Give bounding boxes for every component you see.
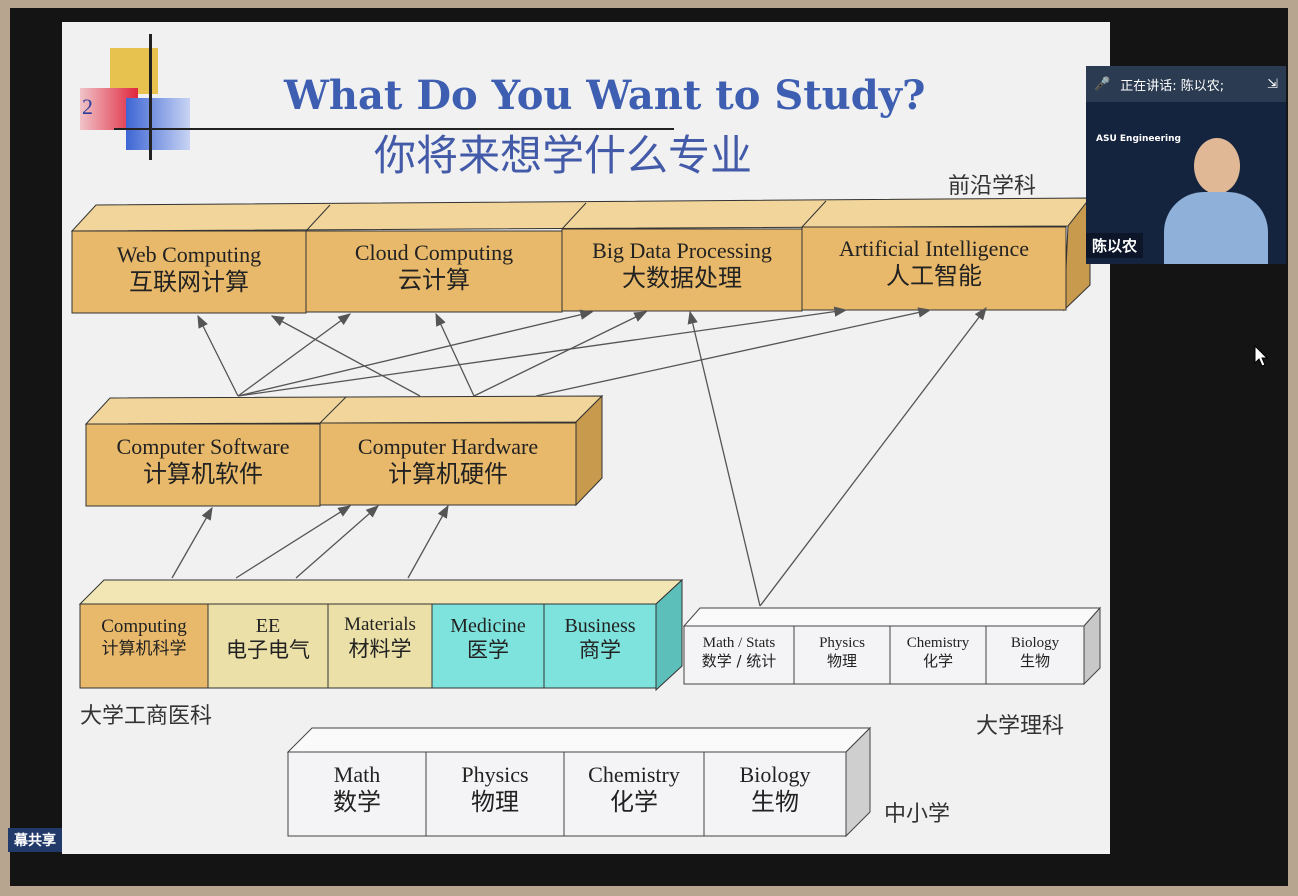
sci-box-biology — [985, 625, 1085, 685]
eng-label-materials: Materials 材料学 — [344, 614, 416, 661]
mid-box-hardware — [319, 422, 577, 506]
slide-number: 2 — [82, 94, 93, 119]
school-label-biology: Biology 生物 — [739, 762, 811, 817]
sci-label-physics: Physics 物理 — [819, 635, 865, 670]
speaker-avatar — [1164, 138, 1268, 264]
sci-label-biology: Biology 生物 — [1010, 635, 1060, 670]
slide-title-chinese: 你将来想学什么专业 — [374, 131, 753, 180]
school-box-chemistry — [563, 751, 705, 837]
mouse-cursor-icon — [1254, 345, 1268, 367]
mid-label-software: Computer Software 计算机软件 — [116, 434, 290, 489]
group-label-frontier: 前沿学科 — [948, 174, 1037, 199]
top-box-ai — [801, 226, 1067, 311]
eng-box-computing — [79, 603, 209, 689]
eng-box-materials — [327, 603, 433, 689]
eng-label-computing: Computing 计算机科学 — [101, 616, 187, 659]
eng-box-medicine — [431, 603, 545, 689]
eng-box-ee — [207, 603, 329, 689]
slide-title: What Do You Want to Study? — [284, 72, 926, 119]
school-row-boxes — [286, 726, 872, 838]
sci-box-chemistry — [889, 625, 987, 685]
sci-label-chemistry: Chemistry 化学 — [906, 635, 970, 670]
school-box-math — [287, 751, 427, 837]
top-box-web — [71, 230, 307, 314]
mid-label-hardware: Computer Hardware 计算机硬件 — [357, 434, 539, 489]
top-label-bigdata: Big Data Processing 大数据处理 — [592, 238, 772, 293]
group-label-school: 中小学 — [884, 802, 951, 827]
speaking-label: 正在讲话: 陈以农; — [1120, 78, 1225, 94]
top-box-cloud — [305, 230, 563, 313]
deco-blue-square — [126, 98, 190, 150]
top-box-bigdata — [561, 228, 803, 312]
sci-label-math: Math / Stats 数学 / 统计 — [701, 635, 777, 670]
school-label-physics: Physics 物理 — [461, 762, 529, 817]
school-box-physics — [425, 751, 565, 837]
deco-vertical-line — [149, 34, 152, 160]
participant-name: 陈以农 — [1086, 233, 1144, 258]
speaker-banner: 🎤 正在讲话: 陈以农; ⇲ — [1086, 66, 1286, 102]
video-thumbnail[interactable]: 🎤 正在讲话: 陈以农; ⇲ ASU Engineering 陈以农 — [1086, 66, 1286, 264]
group-label-university-eng: 大学工商医科 — [80, 704, 213, 729]
top-label-cloud: Cloud Computing 云计算 — [354, 240, 514, 295]
eng-label-medicine: Medicine 医学 — [450, 615, 526, 662]
dependency-arrows — [171, 306, 987, 607]
top-label-ai: Artificial Intelligence 人工智能 — [839, 236, 1029, 291]
eng-row-boxes — [78, 578, 684, 692]
screen-share-label: 幕共享 — [8, 828, 62, 852]
school-label-math: Math 数学 — [333, 762, 381, 817]
sci-row-boxes — [682, 606, 1102, 686]
top-row-boxes — [70, 196, 1092, 314]
sci-box-math — [683, 625, 795, 685]
expand-icon[interactable]: ⇲ — [1267, 76, 1278, 92]
mid-box-software — [85, 423, 321, 507]
eng-label-business: Business 商学 — [564, 615, 636, 662]
eng-box-business — [543, 603, 657, 689]
school-label-chemistry: Chemistry 化学 — [588, 762, 680, 817]
top-label-web: Web Computing 互联网计算 — [116, 242, 262, 297]
school-box-biology — [703, 751, 847, 837]
deco-horizontal-line — [114, 128, 674, 130]
eng-label-ee: EE 电子电气 — [226, 615, 310, 662]
microphone-icon: 🎤 — [1094, 76, 1111, 92]
asu-logo: ASU Engineering — [1096, 134, 1181, 144]
group-label-university-sci: 大学理科 — [976, 714, 1065, 739]
middle-row-boxes — [84, 394, 604, 507]
